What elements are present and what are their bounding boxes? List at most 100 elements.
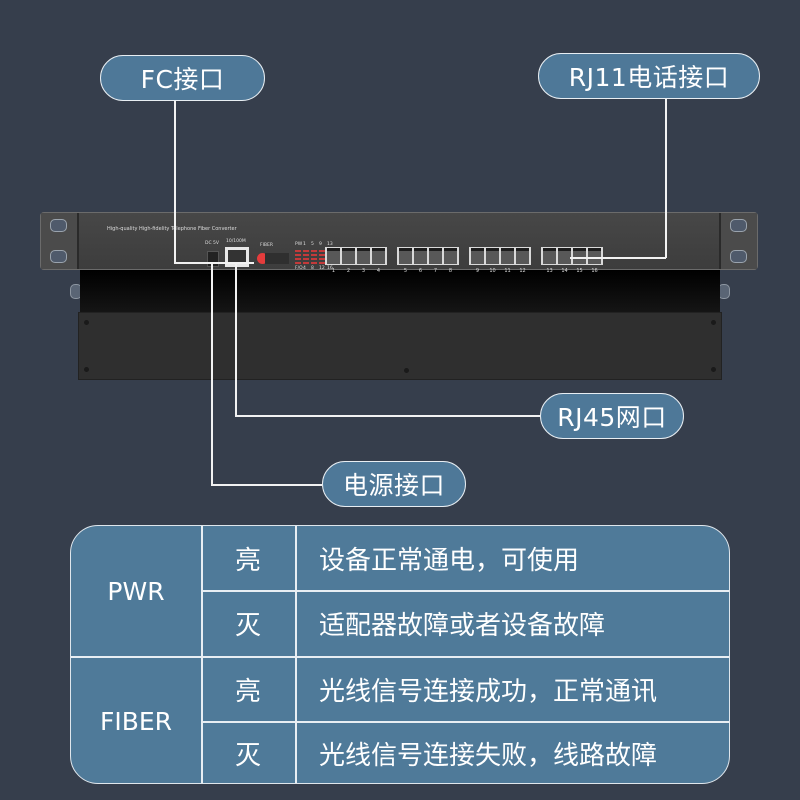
- led-indicator: [319, 262, 325, 264]
- description-cell: 适配器故障或者设备故障: [319, 611, 606, 641]
- screw-icon: [84, 367, 89, 372]
- port-number: 15: [576, 268, 583, 274]
- rj11-port: [372, 248, 385, 264]
- led-status-table: PWR 亮 设备正常通电，可使用 灭 适配器故障或者设备故障 FIBER 亮 光…: [70, 525, 730, 784]
- led-indicator: [311, 258, 317, 260]
- description-cell: 设备正常通电，可使用: [319, 545, 580, 576]
- led-label: 1: [303, 242, 306, 247]
- rj11-connector-line: [665, 99, 667, 258]
- fc-connector-line: [174, 101, 176, 263]
- panel-face: High-quality High-fidelity Telephone Fib…: [79, 213, 719, 274]
- rj11-port-group: [325, 247, 387, 265]
- rj11-port: [588, 248, 601, 264]
- rj11-port: [327, 248, 340, 264]
- description-cell: 光线信号连接失败，线路故障: [319, 740, 658, 771]
- led-indicator: [303, 250, 309, 252]
- rj45-port-callout: RJ45网口: [540, 393, 684, 439]
- rj11-port-group: [541, 247, 603, 265]
- fiber-module: [265, 253, 289, 264]
- led-indicator: [295, 262, 301, 264]
- rj11-port: [543, 248, 556, 264]
- rj11-port: [516, 248, 529, 264]
- chassis-front: [78, 312, 722, 380]
- rack-hole: [50, 219, 67, 232]
- rj11-port: [357, 248, 370, 264]
- port-number: 1: [331, 268, 336, 274]
- port-number: 12: [519, 268, 526, 274]
- led-label: 12: [319, 266, 325, 271]
- screw-icon: [84, 320, 89, 325]
- led-indicator: [311, 254, 317, 256]
- table-divider: [295, 526, 297, 783]
- rj11-port: [444, 248, 457, 264]
- rj11-port: [342, 248, 355, 264]
- port-number: 13: [546, 268, 553, 274]
- led-label: F/O: [295, 266, 303, 271]
- rj11-port: [558, 248, 571, 264]
- led-indicator: [311, 262, 317, 264]
- state-cell: 亮: [234, 545, 261, 576]
- port-number: 5: [403, 268, 408, 274]
- group-label-pwr: PWR: [107, 576, 165, 606]
- port-number: 10: [489, 268, 496, 274]
- port-number: 14: [561, 268, 568, 274]
- table-divider: [201, 721, 729, 723]
- rj45-port: [225, 247, 249, 267]
- led-label: 16: [327, 266, 333, 271]
- device-front-panel: High-quality High-fidelity Telephone Fib…: [40, 212, 758, 274]
- chassis-top: [80, 270, 720, 312]
- rj11-port-group: [397, 247, 459, 265]
- rj11-connector-line: [570, 257, 666, 259]
- port-number: 4: [376, 268, 381, 274]
- rj45-label: 10/100M: [226, 239, 246, 244]
- power-connector-line: [211, 484, 322, 486]
- port-number: 3: [361, 268, 366, 274]
- device-chassis: [70, 270, 730, 380]
- led-indicator: [295, 250, 301, 252]
- state-cell: 灭: [234, 740, 261, 771]
- led-label: 5: [311, 242, 314, 247]
- screw-icon: [711, 320, 716, 325]
- rack-hole: [730, 250, 747, 263]
- table-divider: [71, 656, 729, 658]
- rj11-port-group: [469, 247, 531, 265]
- port-number: 6: [418, 268, 423, 274]
- rj45-connector-line: [235, 415, 540, 417]
- fiber-label: FIBER: [260, 243, 273, 248]
- dc-label: DC 5V: [205, 241, 219, 246]
- led-label: 13: [327, 242, 333, 247]
- rj45-connector-line: [235, 263, 237, 415]
- state-cell: 亮: [234, 676, 261, 707]
- screw-icon: [404, 368, 409, 373]
- description-cell: 光线信号连接成功，正常通讯: [319, 676, 658, 707]
- rj11-port: [573, 248, 586, 264]
- led-indicator: [303, 262, 309, 264]
- fc-connector-line: [174, 262, 254, 264]
- led-indicator: [311, 250, 317, 252]
- screw-icon: [711, 367, 716, 372]
- rj11-port-callout: RJ11电话接口: [538, 53, 760, 99]
- led-indicator: [319, 254, 325, 256]
- led-label: 8: [311, 266, 314, 271]
- port-number: 11: [504, 268, 511, 274]
- port-number: 9: [475, 268, 480, 274]
- power-connector-line: [211, 263, 213, 485]
- led-indicator: [303, 258, 309, 260]
- led-indicator: [319, 258, 325, 260]
- port-number: 2: [346, 268, 351, 274]
- led-indicator: [295, 254, 301, 256]
- rj11-port: [414, 248, 427, 264]
- rack-hole: [730, 219, 747, 232]
- table-divider: [201, 590, 729, 592]
- rj11-port: [471, 248, 484, 264]
- power-port-callout: 电源接口: [322, 461, 466, 507]
- led-indicator: [303, 254, 309, 256]
- port-number: 7: [433, 268, 438, 274]
- led-label: 9: [319, 242, 322, 247]
- port-number: 16: [591, 268, 598, 274]
- table-divider: [201, 526, 203, 783]
- state-cell: 灭: [234, 611, 261, 641]
- group-label-fiber: FIBER: [99, 706, 173, 736]
- port-number: 8: [448, 268, 453, 274]
- power-jack: [207, 251, 219, 267]
